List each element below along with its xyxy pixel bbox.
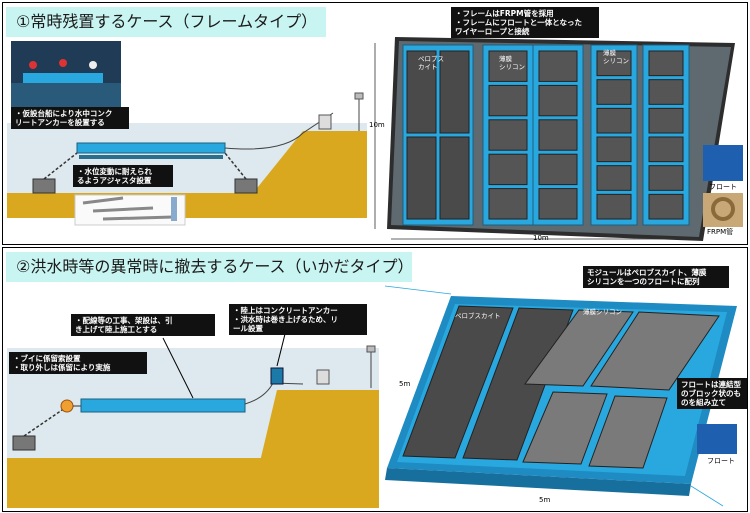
solar-module-perovskite (439, 136, 470, 220)
module-label-perovskite: ペロブス カイト (418, 55, 444, 71)
raft-module-perovskite (402, 305, 514, 459)
raft-module-si (590, 311, 720, 391)
solar-module-thin-si (596, 107, 632, 134)
reel (270, 367, 284, 385)
solar-module-thin-si (488, 188, 528, 220)
callout-adjuster: ・水位変動に耐えられ るようアジャスタ設置 (73, 165, 173, 187)
section2-title: ②洪水時等の異常時に撤去するケース（いかだタイプ） (6, 252, 414, 282)
callout-wiring: ・配線等の工事、架設は、引 き上げて陸上施工とする (71, 314, 215, 336)
solar-module-perovskite (439, 50, 470, 134)
raft-float-photo (697, 424, 737, 454)
module-columns (402, 44, 690, 226)
pole-lamp (354, 92, 364, 100)
solar-module-thin-si (648, 136, 684, 163)
raft-dimension-width: 5m (539, 496, 551, 504)
anchor-2 (12, 435, 36, 451)
float-photo (703, 145, 743, 181)
raft-type-illustration (7, 285, 737, 508)
raft-module-si (588, 395, 668, 469)
solar-module-thin-si (538, 188, 578, 220)
dimension-height-label: 10m (369, 121, 385, 129)
solar-module-thin-si (648, 50, 684, 77)
solar-module-perovskite (406, 136, 437, 220)
riverbed (7, 193, 367, 218)
solar-module-thin-si (488, 153, 528, 186)
raft-label-perovskite: ペロブスカイト (455, 312, 501, 320)
buoy (60, 399, 74, 413)
solar-module-thin-si (488, 119, 528, 151)
float-frame-shadow (79, 155, 223, 159)
frame-type-panel: ①常時残置するケース（フレームタイプ） (2, 2, 748, 245)
solar-module-thin-si (488, 50, 528, 82)
raft-label-si: 薄膜シリコン (583, 308, 622, 316)
solar-module-thin-si (648, 165, 684, 191)
underwater-anchor-right (234, 178, 258, 194)
solar-module-thin-si (596, 165, 632, 191)
raft (80, 398, 246, 413)
control-box (318, 114, 332, 130)
callout-land-anchor: ・陸上はコンクリートアンカー ・洪水時は巻き上げるため、リ ール設置 (229, 304, 367, 335)
frpm-photo-label: FRPM管 (707, 228, 734, 236)
callout-buoy: ・ブイに係留索設置 ・取り外しは係留により実施 (9, 352, 147, 374)
callout-anchor-install: ・仮設台船により水中コンク リートアンカーを設置する (11, 107, 129, 129)
solar-module-thin-si (538, 50, 578, 82)
riverbed-2 (7, 458, 379, 508)
raft-module-si (522, 391, 608, 465)
frame-type-illustration (7, 37, 743, 241)
raft-modules (402, 305, 720, 469)
solar-module-thin-si (538, 153, 578, 186)
solar-module-thin-si (596, 136, 632, 163)
solar-module-perovskite (406, 50, 437, 134)
callout-frame: ・フレームはFRPM管を採用 ・フレームにフロートと一体となった ワイヤーロープ… (451, 7, 599, 38)
solar-module-thin-si (596, 50, 632, 77)
control-box-2 (316, 369, 330, 385)
solar-module-thin-si (648, 193, 684, 220)
raft-module-perovskite (462, 307, 574, 461)
module-label-si-2: 薄膜 シリコン (603, 49, 629, 65)
solar-module-thin-si (596, 79, 632, 105)
raft-float-photo-label: フロート (707, 457, 735, 465)
mooring-line-left (43, 152, 78, 180)
mooring-line-right (224, 152, 247, 180)
raft-type-panel: ②洪水時等の異常時に撤去するケース（いかだタイプ） ・配 (2, 247, 748, 512)
solar-module-thin-si (648, 79, 684, 105)
module-label-si-1: 薄膜 シリコン (499, 55, 525, 71)
float-frame (76, 142, 226, 154)
callout-module-layout: モジュールはペロブスカイト、薄膜 シリコンを一つのフロートに配列 (583, 266, 729, 288)
land-cable (224, 112, 334, 150)
buoy-mooring-line (23, 407, 66, 437)
raft-module-si (524, 309, 634, 387)
section1-title: ①常時残置するケース（フレームタイプ） (6, 7, 326, 37)
float-photo-label: フロート (709, 183, 737, 191)
pointer-wiring (162, 337, 194, 399)
solar-module-thin-si (596, 193, 632, 220)
dimension-width-label: 10m (533, 234, 549, 242)
solar-module-thin-si (488, 84, 528, 117)
raft-dimension-height: 5m (399, 380, 411, 388)
solar-module-thin-si (648, 107, 684, 134)
solar-module-thin-si (538, 84, 578, 117)
solar-module-thin-si (538, 119, 578, 151)
callout-float-block: フロートは連結型 のブロック状のも のを組み立て (677, 378, 747, 409)
pointer-land (276, 333, 286, 367)
underwater-anchor-left (32, 178, 56, 194)
